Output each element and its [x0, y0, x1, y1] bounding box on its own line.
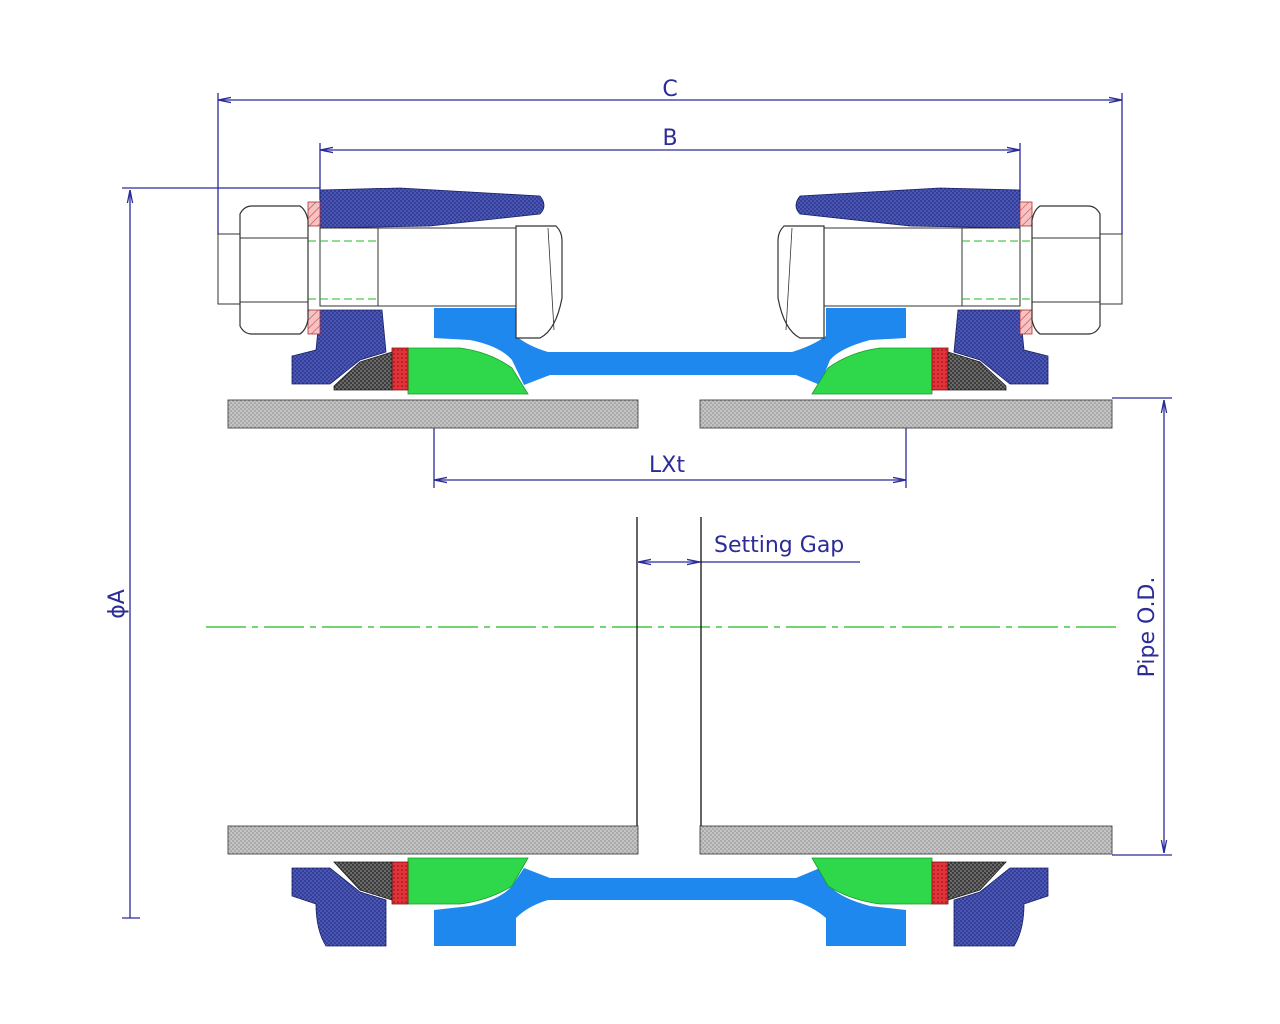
armor-ring-bottom-left — [333, 861, 393, 901]
dimension-c: C — [217, 77, 1123, 235]
seal-top-left — [391, 347, 409, 391]
armor-ring-top-left — [333, 351, 393, 391]
dimension-pipe-od: Pipe O.D. — [1112, 397, 1172, 856]
follower-flange-bottom-left — [291, 867, 387, 947]
hex-nut-right — [1031, 205, 1123, 335]
pipe-right — [699, 399, 1113, 855]
washer-left-upper — [307, 201, 321, 227]
armor-ring-bottom-right — [947, 861, 1007, 901]
dimension-lxt: LXt — [433, 428, 907, 488]
center-sleeve-bottom — [434, 868, 906, 946]
dim-c-label: C — [662, 77, 677, 102]
seal-bottom-right — [931, 861, 949, 905]
pipe-left — [227, 399, 639, 855]
seal-bottom-left — [391, 861, 409, 905]
follower-flange-top-right — [953, 309, 1049, 385]
dimension-b: B — [319, 126, 1021, 200]
gasket-top-right — [811, 347, 933, 395]
dimension-phi-a: ϕA — [105, 187, 320, 919]
dim-lxt-label: LXt — [649, 453, 685, 478]
follower-flange-bottom-right — [953, 867, 1049, 947]
hex-nut-left — [217, 205, 309, 335]
seal-top-right — [931, 347, 949, 391]
gasket-bottom-left — [407, 857, 529, 905]
upper-arm-top-left — [319, 187, 545, 229]
setting-gap-label: Setting Gap — [714, 533, 844, 558]
center-sleeve-top — [434, 308, 906, 385]
follower-flange-top-left — [291, 309, 387, 385]
bolt-left — [236, 225, 563, 339]
washer-right-upper — [1019, 201, 1033, 227]
dim-phi-a-label: ϕA — [105, 589, 130, 619]
upper-arm-top-right — [795, 187, 1021, 229]
setting-gap-callout: Setting Gap — [638, 533, 860, 562]
bolt-right — [777, 225, 1104, 339]
washer-right-lower — [1019, 309, 1033, 335]
washer-left-lower — [307, 309, 321, 335]
gasket-bottom-right — [811, 857, 933, 905]
dim-b-label: B — [662, 126, 677, 151]
armor-ring-top-right — [947, 351, 1007, 391]
gasket-top-left — [407, 347, 529, 395]
pipe-od-label: Pipe O.D. — [1135, 577, 1160, 678]
